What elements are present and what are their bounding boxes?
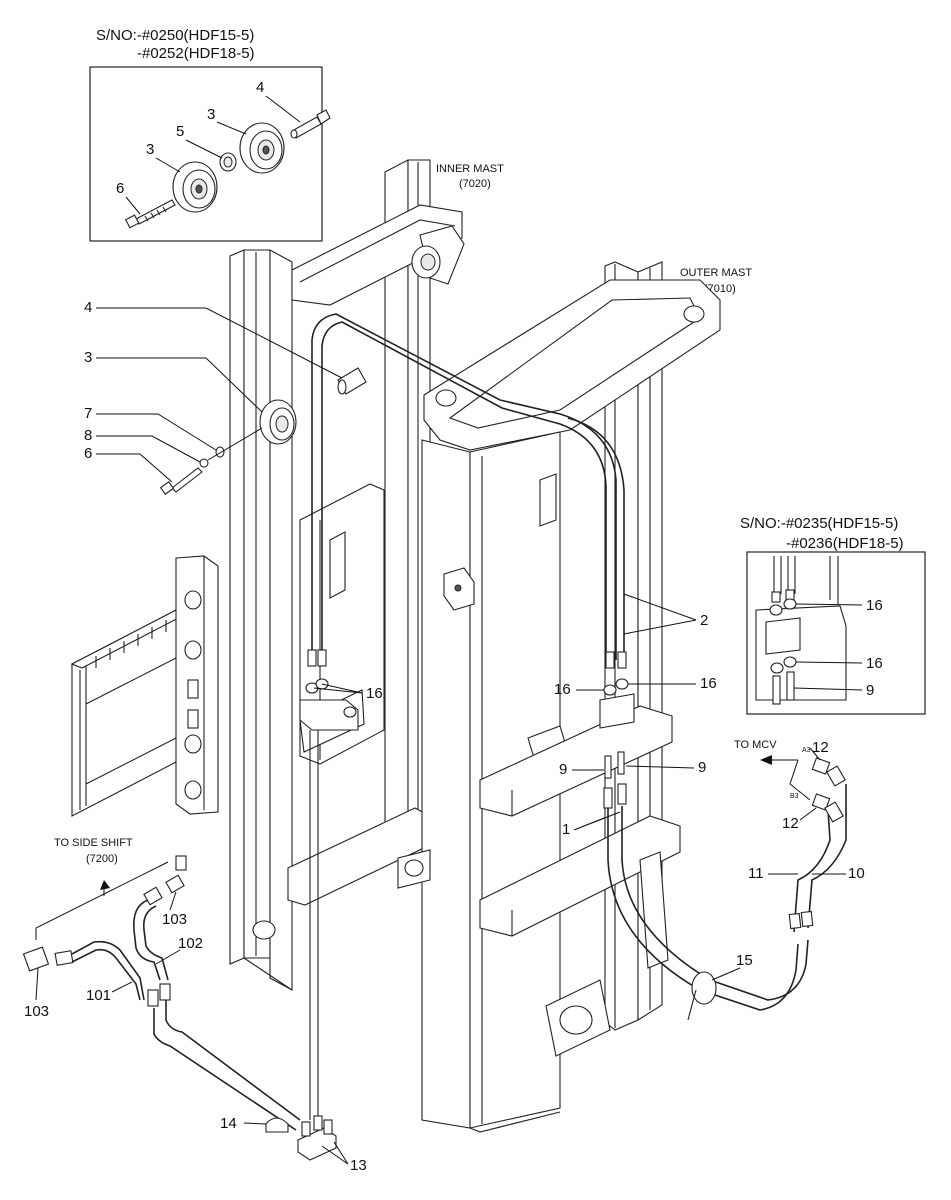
inset-roller-3-upper xyxy=(239,122,285,174)
mcv-label: TO MCV xyxy=(734,739,777,751)
callout-7: 7 xyxy=(84,405,92,422)
inset-callout-6: 6 xyxy=(116,180,124,197)
right-fittings xyxy=(599,651,809,1021)
callout-12-bottom: 12 xyxy=(782,815,799,832)
inset-callout-5: 5 xyxy=(176,123,184,140)
callout-14: 14 xyxy=(220,1115,237,1132)
callout-103-top: 103 xyxy=(162,911,187,928)
outer-mast-label: OUTER MAST xyxy=(680,267,752,279)
callout-102: 102 xyxy=(178,935,203,952)
inset-serial-line1: S/NO:-#0250(HDF15-5) xyxy=(96,27,254,44)
inset-roller-3-lower xyxy=(172,161,218,213)
right-inset-frame xyxy=(746,551,926,715)
mcv-port-a3: A3 xyxy=(802,747,811,754)
inner-mast-code: (7020) xyxy=(459,178,491,190)
callout-9-left: 9 xyxy=(559,761,567,778)
inset-callout-3-top: 3 xyxy=(207,106,215,123)
top-inset: S/NO:-#0250(HDF15-5) -#0252(HDF18-5) xyxy=(89,27,331,242)
inset-shaft-4 xyxy=(290,109,331,139)
callout-2: 2 xyxy=(700,612,708,629)
mcv-port-b3: B3 xyxy=(790,793,799,800)
inner-mast-label: INNER MAST xyxy=(436,163,504,175)
carriage xyxy=(70,483,385,817)
callout-15: 15 xyxy=(736,952,753,969)
bottom-fittings xyxy=(265,1115,337,1161)
side-shift-hoses: TO SIDE SHIFT (7200) xyxy=(22,837,301,1131)
callout-3: 3 xyxy=(84,349,92,366)
mast-hoses xyxy=(159,313,625,660)
callout-16-right: 16 xyxy=(700,675,717,692)
callout-6: 6 xyxy=(84,445,92,462)
outer-mast xyxy=(397,261,721,1133)
inset-frame xyxy=(89,66,323,242)
side-shift-code: (7200) xyxy=(86,853,118,865)
callout-9-right: 9 xyxy=(698,759,706,776)
callout-101: 101 xyxy=(86,987,111,1004)
callout-11: 11 xyxy=(748,865,764,882)
right-inset-serial-line2: -#0236(HDF18-5) xyxy=(786,535,904,552)
right-inset-serial-line1: S/NO:-#0235(HDF15-5) xyxy=(740,515,898,532)
side-shift-label: TO SIDE SHIFT xyxy=(54,837,133,849)
right-inset: S/NO:-#0235(HDF15-5) -#0236(HDF18-5) 16 … xyxy=(740,515,926,715)
callout-10: 10 xyxy=(848,865,865,882)
inset-callout-3-bottom: 3 xyxy=(146,141,154,158)
callout-1: 1 xyxy=(562,821,570,838)
inset-nut-5 xyxy=(219,152,237,172)
callout-13: 13 xyxy=(350,1157,367,1174)
callout-12-top: 12 xyxy=(812,739,829,756)
inset-callout-4: 4 xyxy=(256,79,264,96)
right-inset-callout-9: 9 xyxy=(866,682,874,699)
callout-8: 8 xyxy=(84,427,92,444)
right-inset-callout-16-bottom: 16 xyxy=(866,655,883,672)
callout-103-bottom: 103 xyxy=(24,1003,49,1020)
inset-bolt-6 xyxy=(124,199,176,229)
callout-16-mid: 16 xyxy=(554,681,571,698)
main-callouts: 4 3 7 8 6 16 16 16 2 9 9 1 12 12 11 10 1… xyxy=(24,299,865,1174)
callout-16-left: 16 xyxy=(366,685,383,702)
mcv-lines xyxy=(760,755,847,933)
right-inset-callout-16-top: 16 xyxy=(866,597,883,614)
callout-4: 4 xyxy=(84,299,92,316)
inset-serial-line2: -#0252(HDF18-5) xyxy=(137,45,255,62)
